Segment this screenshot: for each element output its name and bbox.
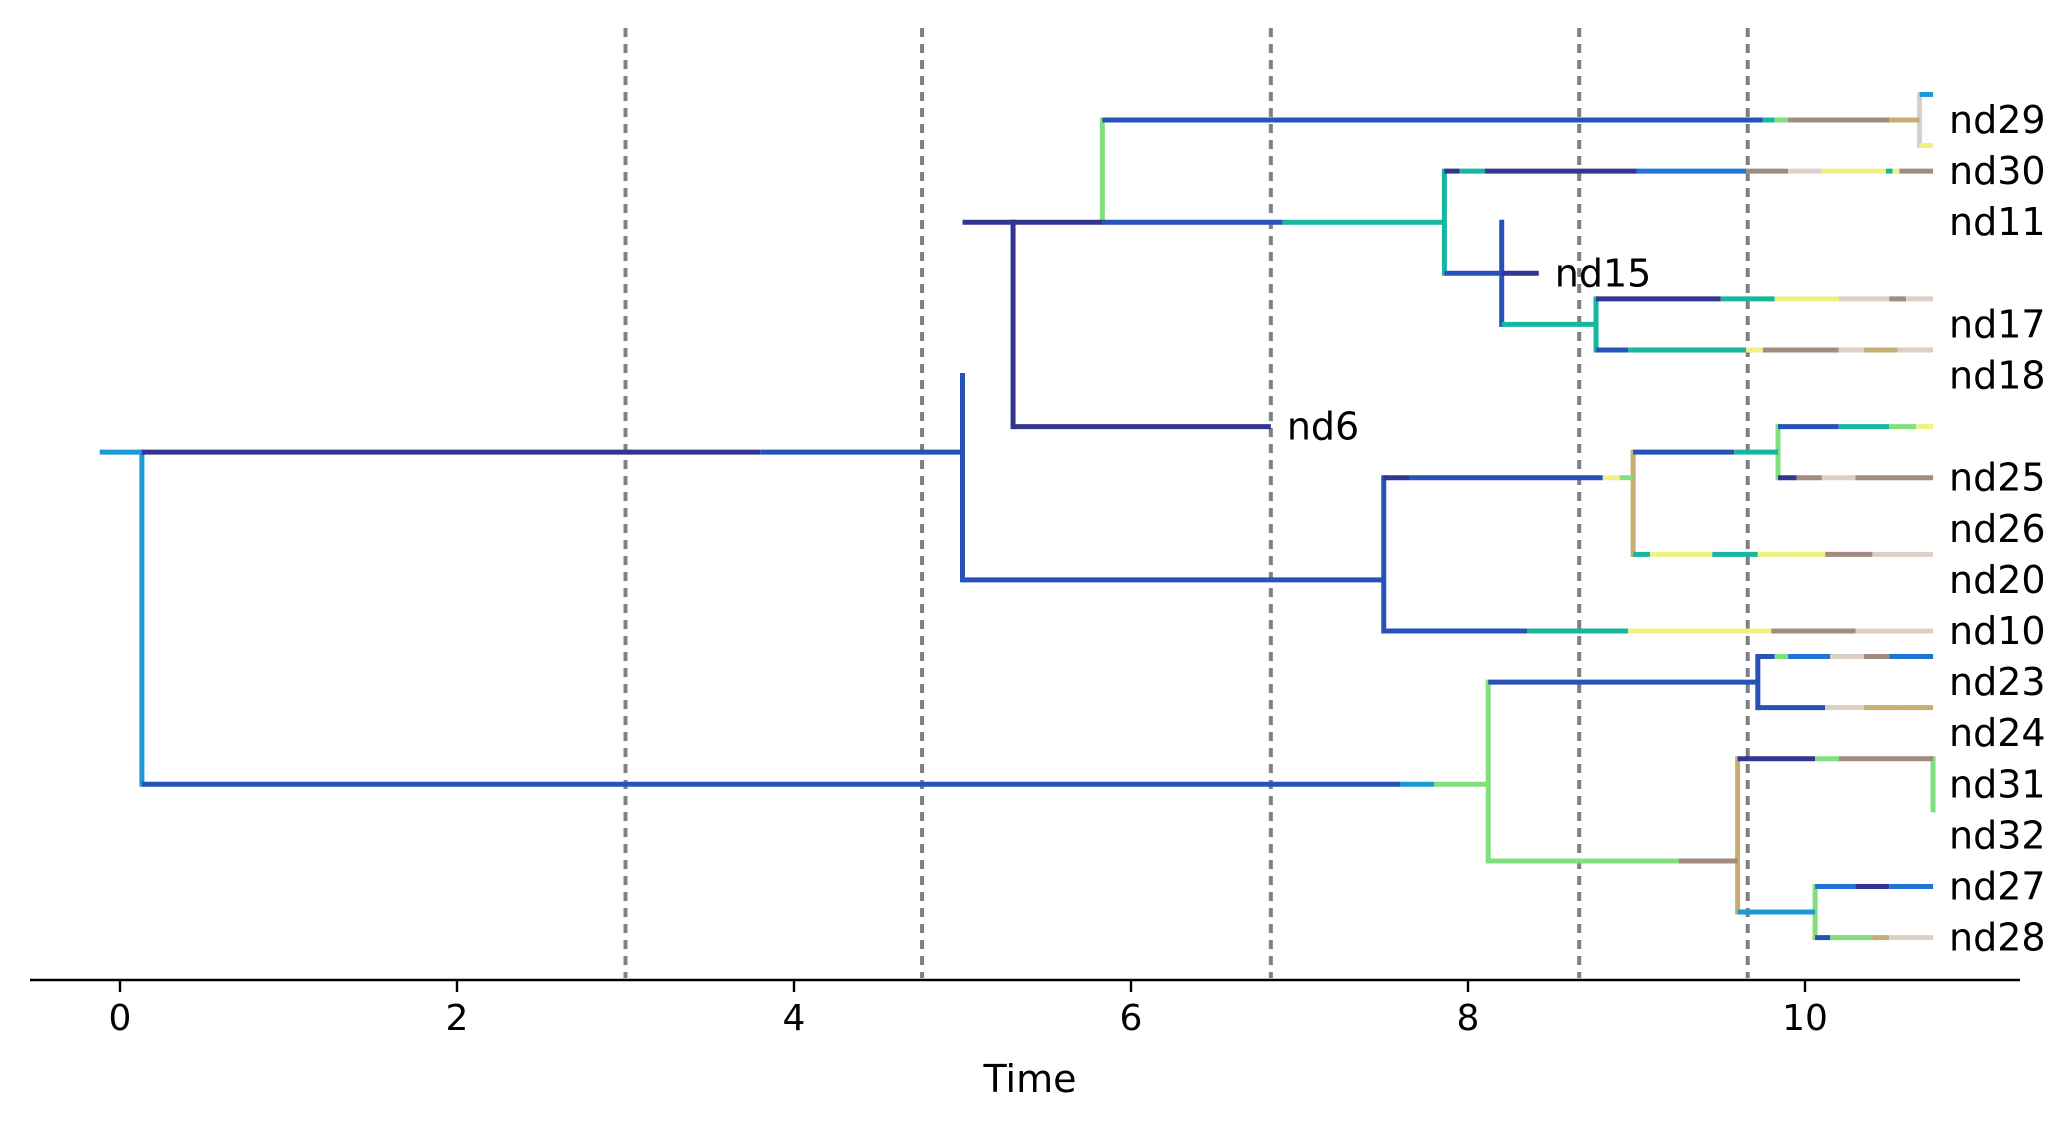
tip-label-nd28: nd28 [1949, 916, 2046, 960]
tip-label-nd20: nd20 [1949, 558, 2046, 602]
x-tick-label-3: 6 [1120, 998, 1143, 1039]
tip-label-nd25: nd25 [1949, 456, 2046, 500]
reference-lines [623, 28, 1750, 978]
tip-label-nd18: nd18 [1949, 354, 2046, 398]
x-tick-label-0: 0 [109, 998, 132, 1039]
tip-label-nd30: nd30 [1949, 149, 2046, 193]
tip-label-nd15: nd15 [1555, 251, 1652, 295]
tip-label-nd32: nd32 [1949, 813, 2046, 857]
tip-label-nd6: nd6 [1287, 405, 1359, 449]
tip-label-nd23: nd23 [1949, 660, 2046, 704]
x-tick-label-4: 8 [1457, 998, 1480, 1039]
tip-label-nd31: nd31 [1949, 762, 2046, 806]
tip-label-nd11: nd11 [1949, 200, 2046, 244]
tip-label-nd29: nd29 [1949, 98, 2046, 142]
x-tick-label-1: 2 [446, 998, 469, 1039]
tip-label-nd26: nd26 [1949, 507, 2046, 551]
tip-label-nd24: nd24 [1949, 711, 2046, 755]
x-axis-label: Time [983, 1057, 1077, 1101]
tree-branches [99, 91, 1936, 941]
x-tick-label-2: 4 [783, 998, 806, 1039]
x-axis: 0 2 4 6 8 10 Time [30, 978, 2020, 1101]
tip-label-nd10: nd10 [1949, 609, 2046, 653]
tip-label-nd17: nd17 [1949, 302, 2046, 346]
x-axis-ticks: 0 2 4 6 8 10 [109, 980, 1828, 1039]
tip-labels: nd29 nd30 nd11 nd15 nd17 nd18 nd6 nd25 nd26 nd20 n… [1287, 98, 2046, 960]
x-tick-label-5: 10 [1782, 998, 1828, 1039]
tip-label-nd27: nd27 [1949, 865, 2046, 909]
